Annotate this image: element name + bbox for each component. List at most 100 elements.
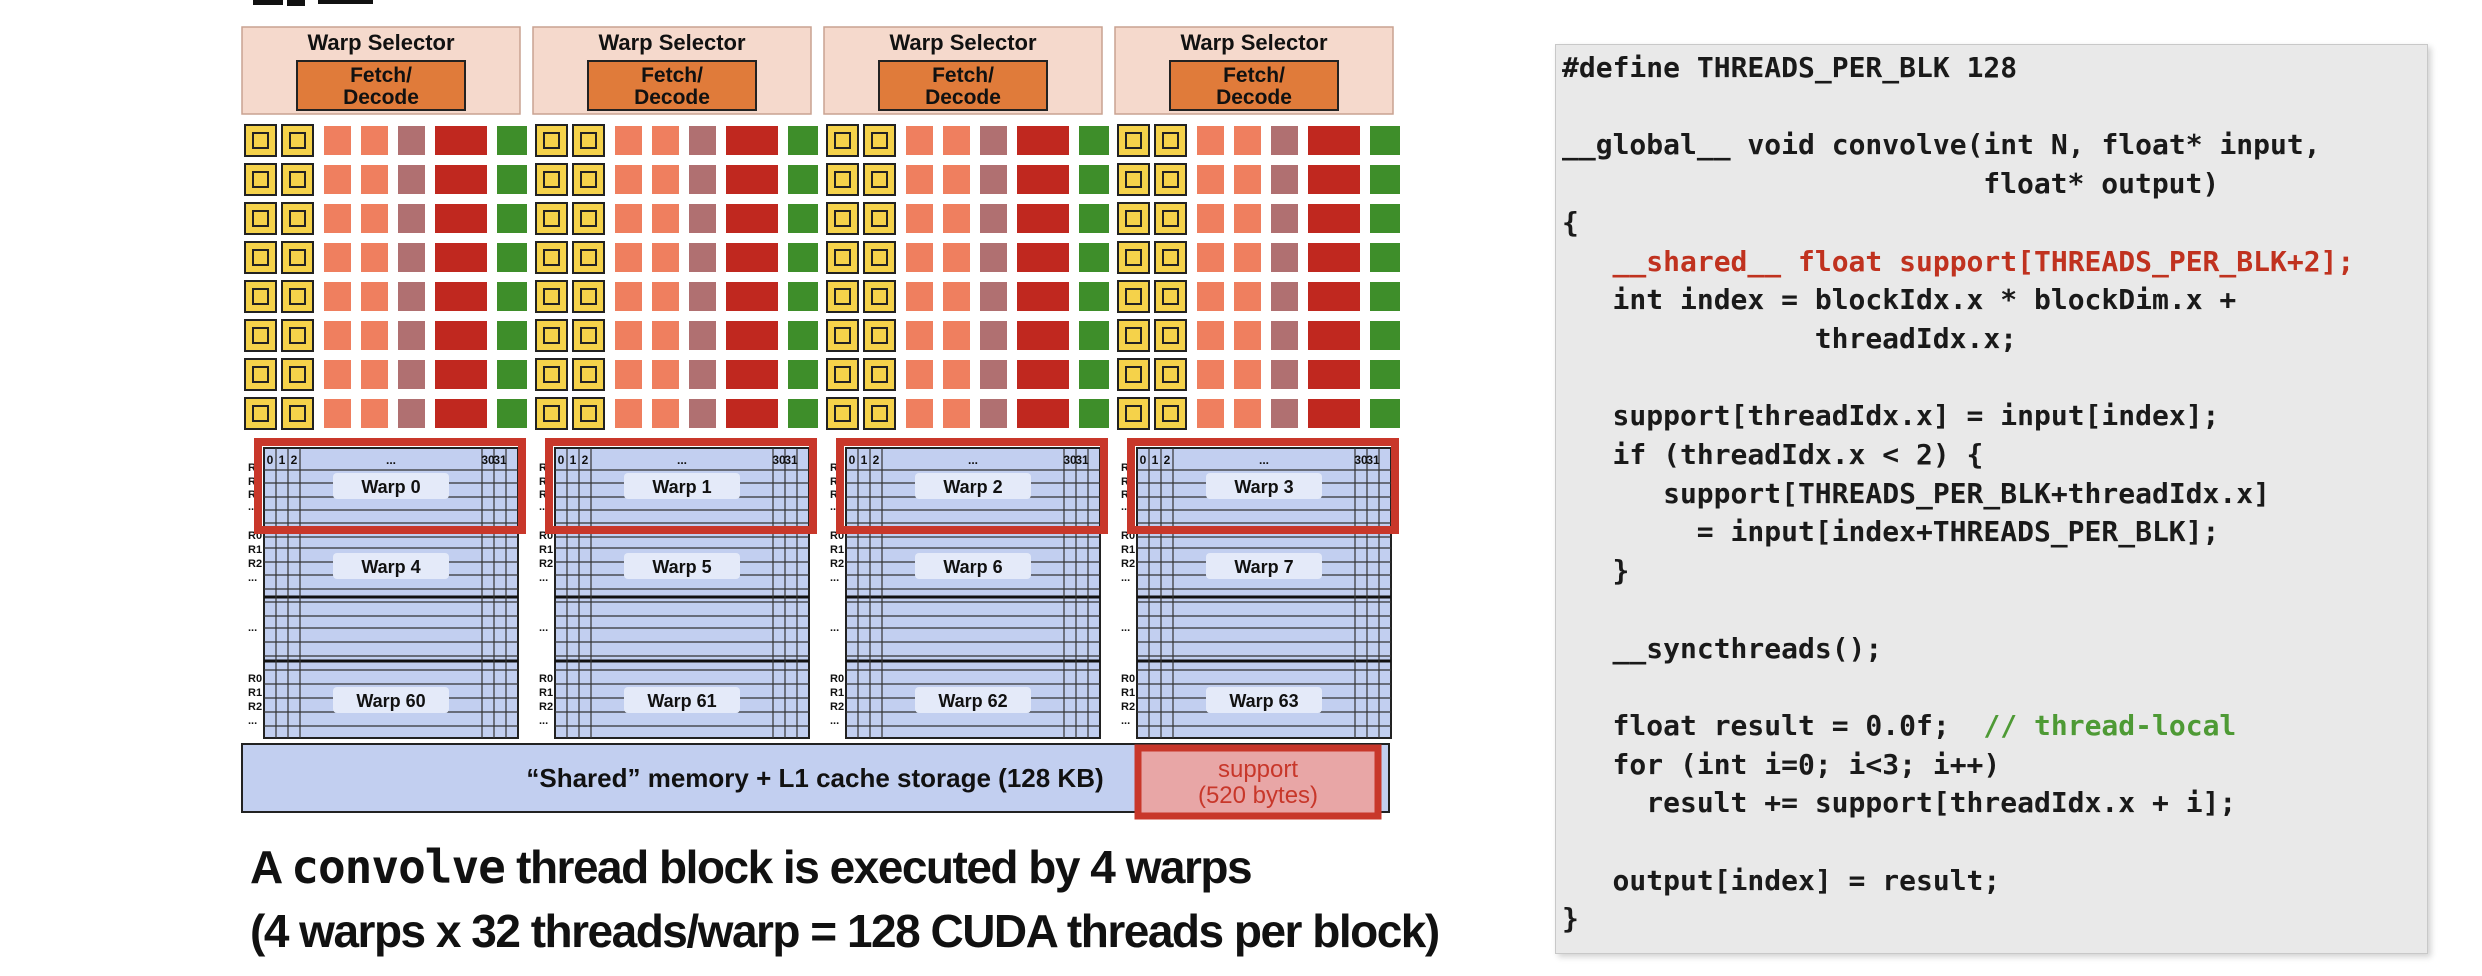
alu-unit bbox=[1117, 163, 1150, 196]
alu-unit-inner bbox=[252, 132, 269, 149]
alu-unit bbox=[863, 124, 896, 157]
exec-unit bbox=[652, 399, 679, 428]
warp-label: Warp 60 bbox=[356, 691, 425, 711]
support-buffer bbox=[1134, 744, 1382, 820]
exec-unit bbox=[1308, 243, 1360, 272]
exec-unit bbox=[324, 360, 351, 389]
warp-label: Warp 1 bbox=[652, 477, 711, 497]
alu-unit-inner bbox=[543, 366, 560, 383]
exec-unit bbox=[1308, 165, 1360, 194]
exec-unit bbox=[1370, 165, 1400, 194]
alu-unit-inner bbox=[289, 132, 306, 149]
alu-unit-inner bbox=[580, 210, 597, 227]
register-row-label: R2 bbox=[539, 558, 553, 570]
warp-label: Warp 62 bbox=[938, 691, 1007, 711]
alu-unit-inner bbox=[289, 249, 306, 266]
register-row-label: ... bbox=[248, 715, 257, 727]
alu-unit bbox=[535, 397, 568, 430]
exec-unit bbox=[615, 126, 642, 155]
alu-unit bbox=[572, 124, 605, 157]
exec-unit bbox=[361, 243, 388, 272]
exec-unit bbox=[435, 165, 487, 194]
alu-unit bbox=[1154, 319, 1187, 352]
alu-unit-inner bbox=[543, 171, 560, 188]
active-warp-highlight bbox=[836, 438, 1108, 534]
alu-unit bbox=[244, 280, 277, 313]
register-row-label: R1 bbox=[539, 687, 553, 699]
exec-unit bbox=[497, 126, 527, 155]
alu-unit bbox=[1154, 241, 1187, 274]
alu-unit-inner bbox=[1162, 405, 1179, 422]
active-warp-highlight bbox=[1127, 438, 1399, 534]
code-line: } bbox=[1613, 554, 1630, 588]
warp-selector-label: Warp Selector bbox=[1180, 30, 1328, 55]
exec-unit bbox=[652, 243, 679, 272]
warp-selector-label: Warp Selector bbox=[307, 30, 455, 55]
alu-unit-inner bbox=[1162, 210, 1179, 227]
register-row-label: R0 bbox=[1121, 673, 1135, 685]
active-warp-highlight bbox=[254, 438, 526, 534]
code-line: support[THREADS_PER_BLK+threadIdx.x] bbox=[1663, 477, 2270, 511]
exec-unit bbox=[324, 165, 351, 194]
exec-unit bbox=[943, 126, 970, 155]
exec-unit bbox=[1271, 165, 1298, 194]
alu-unit bbox=[863, 358, 896, 391]
exec-unit bbox=[615, 399, 642, 428]
alu-unit bbox=[863, 241, 896, 274]
exec-unit bbox=[324, 282, 351, 311]
exec-unit bbox=[615, 204, 642, 233]
warp-label-bg bbox=[333, 553, 449, 579]
lane-label: 30 bbox=[481, 453, 495, 467]
alu-unit bbox=[1154, 397, 1187, 430]
alu-unit-inner bbox=[1162, 288, 1179, 305]
exec-unit bbox=[943, 360, 970, 389]
exec-unit bbox=[689, 204, 716, 233]
alu-unit-inner bbox=[834, 405, 851, 422]
exec-unit bbox=[1234, 165, 1261, 194]
exec-unit bbox=[906, 126, 933, 155]
warp-selector-label: Warp Selector bbox=[598, 30, 746, 55]
exec-unit bbox=[324, 126, 351, 155]
fetch-decode-label: Decode bbox=[634, 86, 710, 109]
alu-unit-inner bbox=[1125, 210, 1142, 227]
exec-unit bbox=[1370, 243, 1400, 272]
alu-unit bbox=[826, 241, 859, 274]
alu-unit-inner bbox=[1125, 327, 1142, 344]
lane-label: 0 bbox=[267, 453, 274, 467]
lane-label: 31 bbox=[1366, 453, 1380, 467]
exec-unit bbox=[980, 360, 1007, 389]
lane-label: 2 bbox=[582, 453, 589, 467]
alu-unit bbox=[281, 280, 314, 313]
exec-unit bbox=[726, 126, 778, 155]
lane-label: 0 bbox=[558, 453, 565, 467]
lane-label: 0 bbox=[849, 453, 856, 467]
code-line: support[threadIdx.x] = input[index]; bbox=[1613, 399, 2220, 433]
exec-unit bbox=[788, 165, 818, 194]
lane-label: 2 bbox=[873, 453, 880, 467]
register-row-label: ... bbox=[248, 622, 257, 634]
exec-unit bbox=[1271, 204, 1298, 233]
alu-unit-inner bbox=[1125, 249, 1142, 266]
register-row-label: R1 bbox=[830, 687, 844, 699]
exec-unit bbox=[361, 126, 388, 155]
alu-unit bbox=[281, 124, 314, 157]
alu-unit-inner bbox=[834, 327, 851, 344]
exec-unit bbox=[1079, 243, 1109, 272]
fetch-decode-label: Fetch/ bbox=[932, 64, 994, 87]
lane-label: ... bbox=[1259, 453, 1269, 467]
alu-unit bbox=[535, 202, 568, 235]
exec-unit bbox=[497, 243, 527, 272]
exec-unit bbox=[361, 321, 388, 350]
title-fragment bbox=[287, 0, 305, 6]
exec-unit bbox=[980, 243, 1007, 272]
exec-unit bbox=[1308, 282, 1360, 311]
alu-unit-inner bbox=[289, 171, 306, 188]
alu-unit bbox=[572, 358, 605, 391]
exec-unit bbox=[324, 321, 351, 350]
exec-unit bbox=[788, 282, 818, 311]
register-row-label: ... bbox=[1121, 501, 1130, 513]
exec-unit bbox=[1271, 399, 1298, 428]
caption-line-1-post: thread block is executed by 4 warps bbox=[504, 841, 1252, 893]
alu-unit-inner bbox=[252, 249, 269, 266]
